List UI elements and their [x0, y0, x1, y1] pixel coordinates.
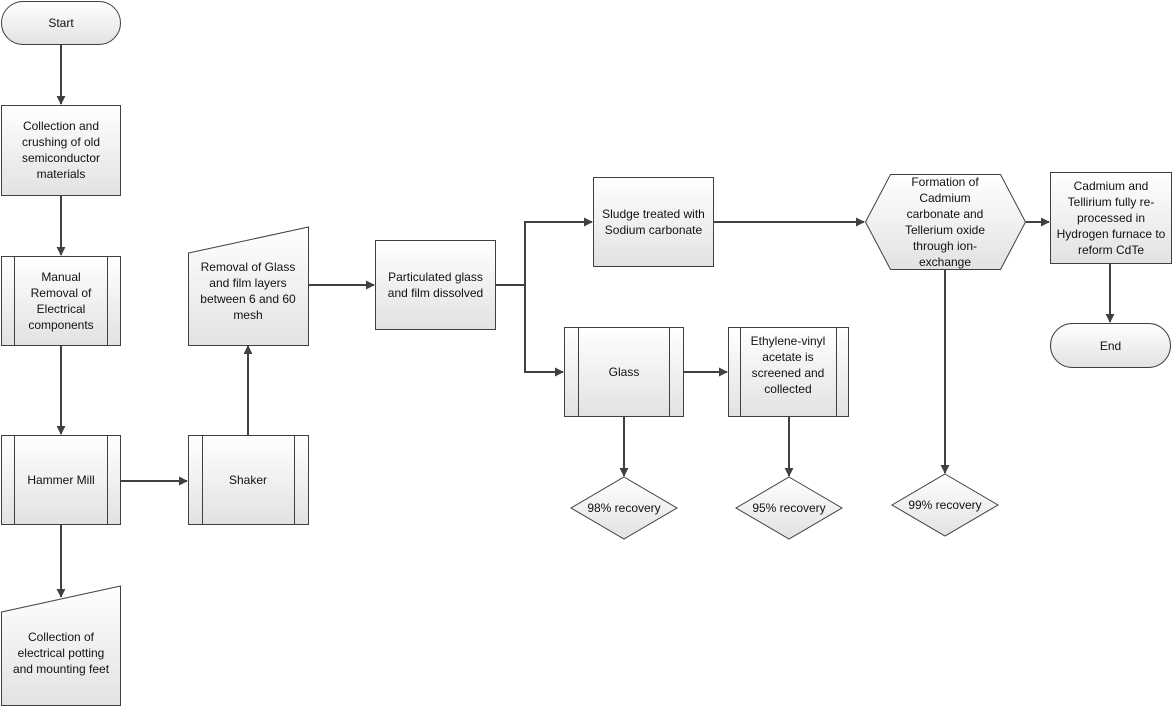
node-recovery-95 [735, 476, 843, 540]
node-start [1, 1, 121, 45]
arrow-particulated-to-glass [524, 285, 564, 377]
connector-layer [56, 45, 1115, 598]
node-recovery-98 [570, 476, 678, 540]
node-collection-crushing [1, 105, 121, 196]
node-particulated [375, 240, 496, 330]
node-hammer-mill [1, 435, 121, 525]
node-shaker [188, 435, 309, 525]
node-eva [728, 327, 849, 417]
node-formation [864, 174, 1027, 270]
node-sludge [593, 177, 714, 267]
node-manual-removal [1, 256, 121, 346]
node-end [1050, 323, 1171, 368]
node-removal-glass-film [188, 226, 309, 346]
node-glass [564, 327, 684, 417]
node-cadmium-tellirium [1050, 172, 1172, 264]
arrow-particulated-to-sludge [524, 217, 593, 285]
node-recovery-99 [891, 473, 999, 537]
node-collection-potting [1, 585, 121, 706]
